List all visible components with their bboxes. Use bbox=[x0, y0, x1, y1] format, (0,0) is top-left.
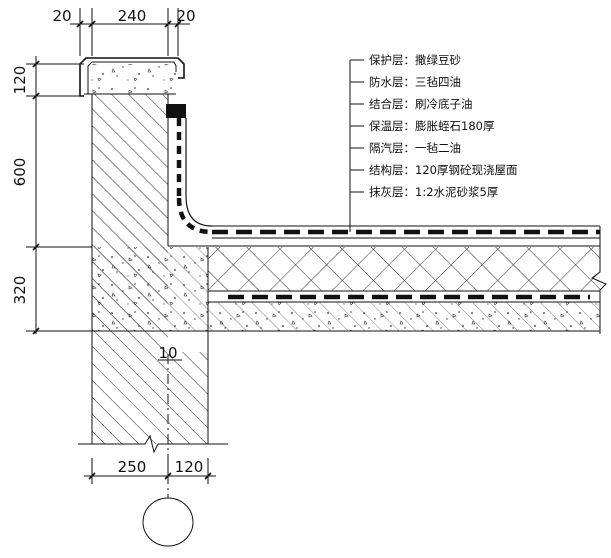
dim-left-roof: 320 bbox=[11, 276, 29, 305]
layer-callout: 保护层：撒绿豆砂 防水层：三毡四油 结合层：刷冷底子油 保温层：膨胀蛭石180厚… bbox=[349, 53, 517, 232]
dim-top-left: 20 bbox=[52, 7, 71, 25]
roof-layers bbox=[92, 225, 607, 334]
detail-dimension: 10 bbox=[158, 344, 182, 362]
layer-label-plaster: 抹灰层：1:2水泥砂浆5厚 bbox=[369, 185, 498, 199]
layer-label-insulation: 保温层：膨胀蛭石180厚 bbox=[369, 119, 494, 133]
upturned-membrane bbox=[166, 104, 213, 246]
layer-label-vapour-barrier: 隔汽层：一毡二油 bbox=[369, 141, 461, 155]
bottom-dimension: 250 120 bbox=[84, 458, 216, 484]
dim-left-coping: 120 bbox=[11, 66, 29, 95]
dim-detail: 10 bbox=[158, 344, 177, 362]
layer-label-protection: 保护层：撒绿豆砂 bbox=[369, 53, 461, 67]
layer-label-bonding: 结合层：刷冷底子油 bbox=[369, 97, 473, 111]
dim-top-right: 20 bbox=[176, 7, 195, 25]
dim-left-parapet: 600 bbox=[11, 158, 29, 187]
dim-bottom-wall: 250 bbox=[118, 458, 147, 476]
layer-label-structural: 结构层：120厚钢砼现浇屋面 bbox=[369, 163, 517, 177]
top-dimension: 20 240 20 bbox=[52, 7, 196, 56]
dim-bottom-offset: 120 bbox=[175, 458, 204, 476]
left-dimension: 120 600 320 bbox=[11, 56, 92, 335]
layer-label-waterproof: 防水层：三毡四油 bbox=[369, 75, 461, 89]
dim-top-wall: 240 bbox=[118, 7, 147, 25]
parapet-coping bbox=[79, 57, 185, 97]
